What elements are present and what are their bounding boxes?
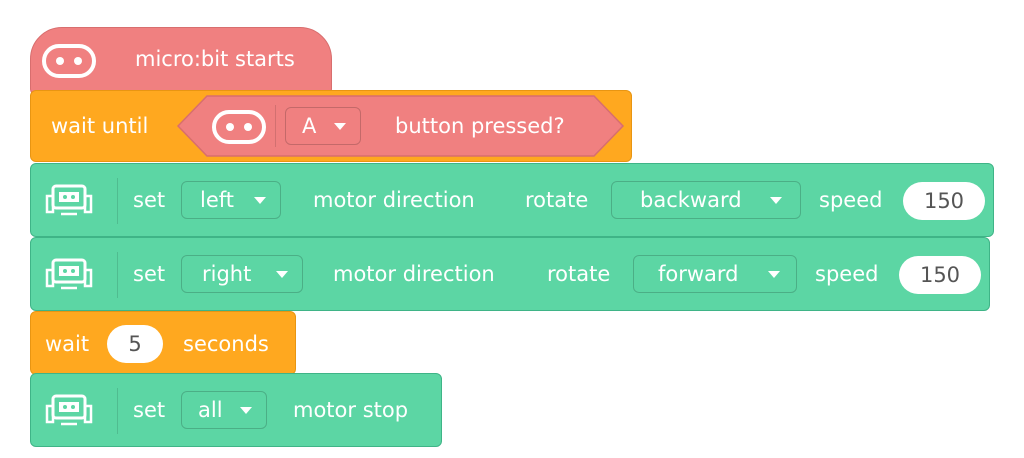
set-label: set xyxy=(133,262,166,286)
wait-seconds-block[interactable]: wait 5 seconds xyxy=(30,311,296,375)
rotate-label: rotate xyxy=(525,188,589,212)
wait-label: wait xyxy=(45,332,90,356)
chevron-down-icon xyxy=(334,123,346,130)
wait-seconds-input[interactable]: 5 xyxy=(107,325,163,363)
rotate-dropdown[interactable]: backward xyxy=(611,181,801,219)
set-label: set xyxy=(133,398,166,422)
speed-label: speed xyxy=(819,188,883,212)
chevron-down-icon xyxy=(768,271,780,278)
chevron-down-icon xyxy=(276,271,288,278)
chevron-down-icon xyxy=(254,197,266,204)
motor-direction-label: motor direction xyxy=(333,262,495,286)
speed-label: speed xyxy=(815,262,879,286)
speed-input[interactable]: 150 xyxy=(899,256,981,294)
motor-select-value: left xyxy=(200,188,235,212)
motor-stop-block[interactable]: set all motor stop xyxy=(30,373,442,447)
motor-direction-label: motor direction xyxy=(313,188,475,212)
rotate-value: forward xyxy=(658,262,739,286)
button-dropdown[interactable]: A xyxy=(285,107,361,145)
rotate-label: rotate xyxy=(547,262,611,286)
set-motor-direction-block-left[interactable]: set left motor direction rotate backward… xyxy=(30,163,994,237)
robot-car-icon xyxy=(45,258,93,290)
wait-until-label: wait until xyxy=(51,114,149,138)
motor-select-value: all xyxy=(198,398,223,422)
set-motor-direction-block-right[interactable]: set right motor direction rotate forward… xyxy=(30,237,990,311)
button-pressed-label: button pressed? xyxy=(395,114,565,138)
robot-car-icon xyxy=(45,184,93,216)
wait-until-block[interactable]: wait until A button pressed? xyxy=(30,90,632,162)
microbit-starts-block[interactable]: micro:bit starts xyxy=(30,27,332,95)
motor-stop-label: motor stop xyxy=(293,398,409,422)
chevron-down-icon xyxy=(770,197,782,204)
robot-car-icon xyxy=(45,394,93,426)
rotate-value: backward xyxy=(640,188,742,212)
speed-input[interactable]: 150 xyxy=(903,182,985,220)
button-dropdown-value: A xyxy=(302,114,317,138)
set-label: set xyxy=(133,188,166,212)
separator xyxy=(275,105,276,147)
motor-select-dropdown[interactable]: all xyxy=(181,391,267,429)
separator xyxy=(117,388,118,434)
microbit-starts-label: micro:bit starts xyxy=(135,47,295,71)
chevron-down-icon xyxy=(240,407,252,414)
motor-select-dropdown[interactable]: left xyxy=(181,181,281,219)
rotate-dropdown[interactable]: forward xyxy=(633,255,797,293)
microbit-icon xyxy=(42,44,96,78)
seconds-label: seconds xyxy=(183,332,269,356)
microbit-icon xyxy=(212,110,266,144)
separator xyxy=(117,252,118,298)
motor-select-dropdown[interactable]: right xyxy=(181,255,303,293)
separator xyxy=(117,178,118,224)
motor-select-value: right xyxy=(202,262,252,286)
